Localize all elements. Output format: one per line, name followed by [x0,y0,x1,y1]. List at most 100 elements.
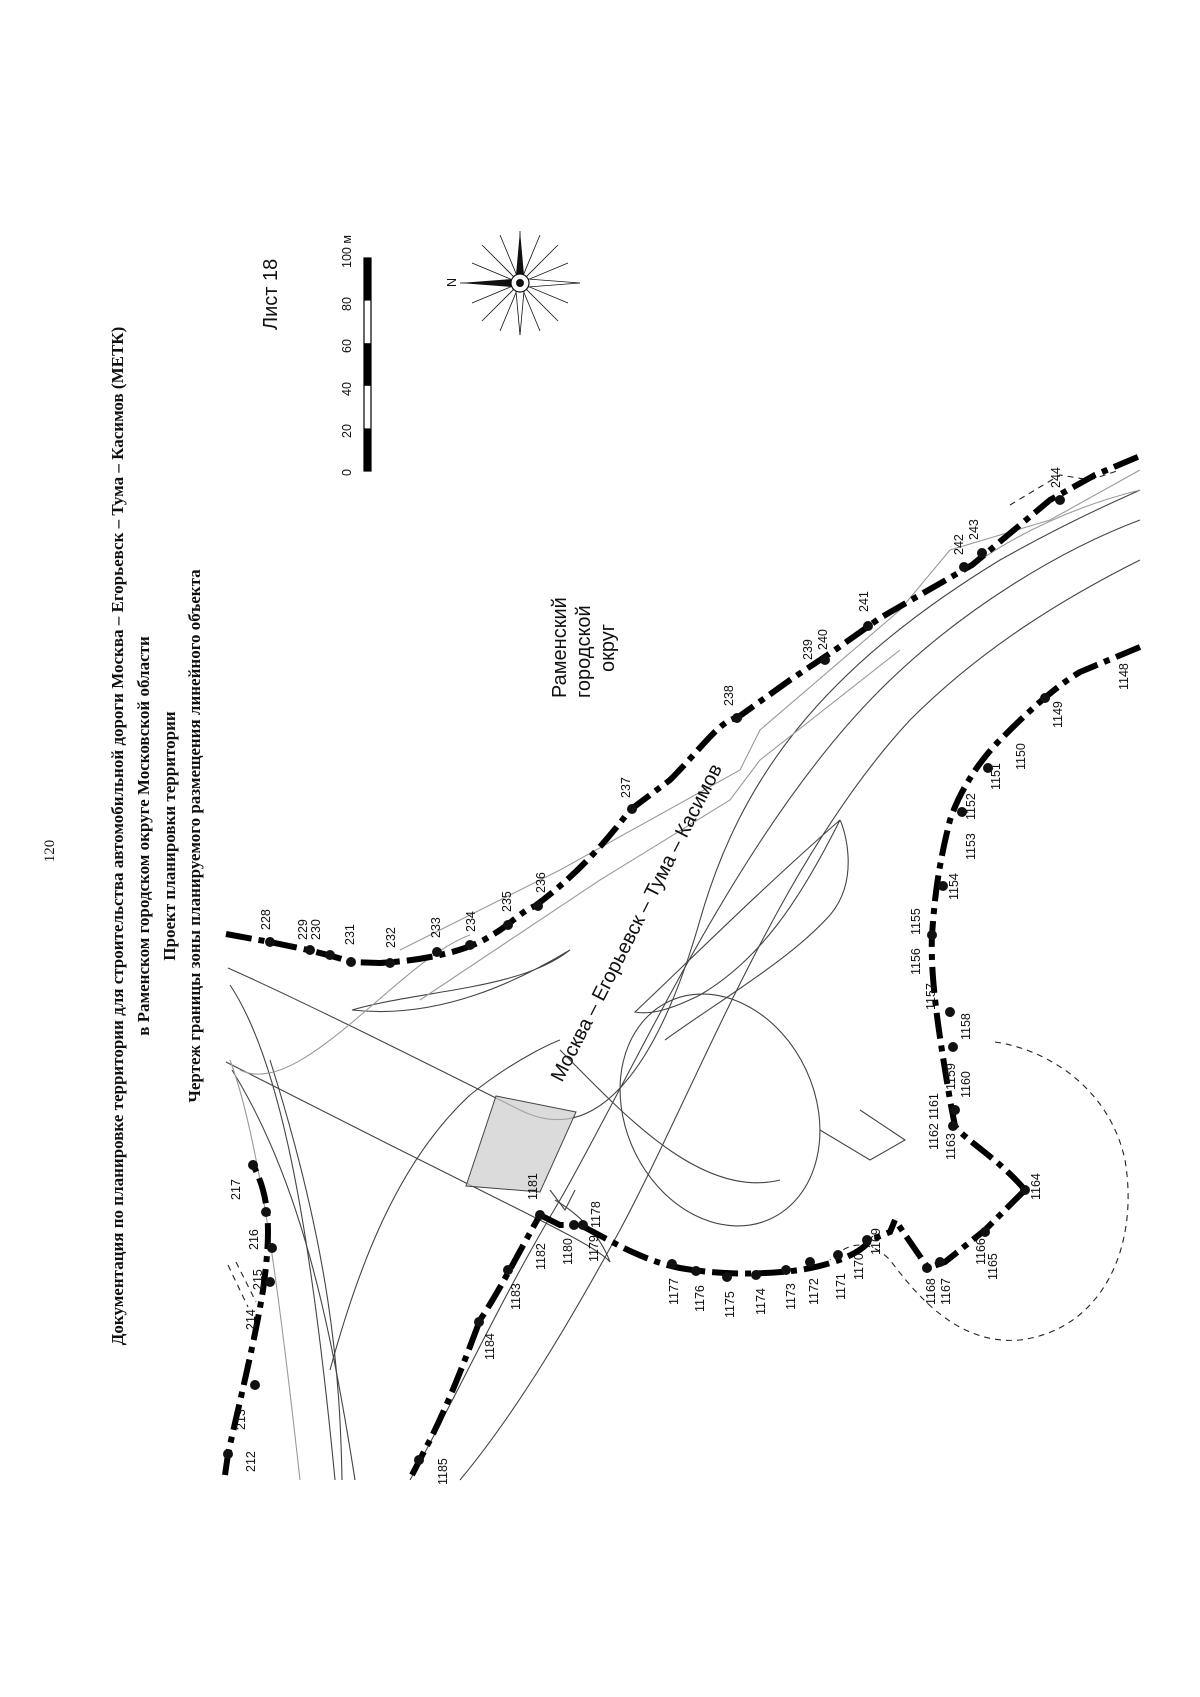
label-1173: 1173 [784,1283,798,1310]
point-1179 [578,1220,588,1230]
point-1160 [950,1105,960,1115]
point-1177 [667,1259,677,1269]
point-237 [627,804,637,814]
scale-tick-0: 0 [340,469,354,476]
label-1180: 1180 [561,1238,575,1265]
point-1165 [980,1227,990,1237]
point-1182 [535,1210,545,1220]
label-1169: 1169 [869,1228,883,1255]
label-1177: 1177 [667,1278,681,1305]
point-217 [248,1160,258,1170]
point-1184 [474,1317,484,1327]
label-1174: 1174 [754,1288,768,1315]
label-1179: 1179 [587,1235,601,1262]
label-236: 236 [534,872,548,893]
label-1183: 1183 [509,1283,523,1310]
label-1150: 1150 [1014,743,1028,770]
label-241: 241 [857,591,871,612]
point-1154 [938,881,948,891]
label-1176: 1176 [693,1285,707,1312]
label-237: 237 [619,777,633,798]
label-216: 216 [247,1229,261,1250]
title-line-2: в Раменском городском округе Московской … [134,636,153,1036]
label-231: 231 [343,924,357,945]
district-label-line-3: округ [597,624,619,672]
point-238 [732,713,742,723]
point-234 [465,940,475,950]
compass-rose-icon: N [445,231,581,336]
point-1174 [751,1270,761,1280]
label-214: 214 [244,1309,258,1330]
dashed-zone-outline [829,1041,1129,1341]
point-214 [265,1277,275,1287]
point-235 [503,920,513,930]
label-234: 234 [464,911,478,932]
label-1185: 1185 [436,1458,450,1485]
point-1164 [1020,1185,1030,1195]
point-1185 [414,1455,424,1465]
district-label: Раменский городской округ [549,597,619,698]
compass-north-label: N [445,278,459,287]
label-240: 240 [816,629,830,650]
sheet-label: Лист 18 [260,259,282,330]
dashed-zone-outline-east [1009,469,1121,506]
point-1152 [957,807,967,817]
boundary-points [223,495,1065,1465]
label-1159: 1159 [944,1063,958,1090]
label-1167: 1167 [939,1278,953,1305]
label-244: 244 [1049,467,1063,488]
scale-bar: 0 20 40 60 80 100 м [340,235,372,476]
title-line-1: Документация по планировке территории дл… [108,327,127,1346]
label-215: 215 [251,1269,265,1290]
label-1168: 1168 [924,1278,938,1305]
label-1162: 1162 [927,1123,941,1150]
label-235: 235 [500,891,514,912]
point-243 [977,548,987,558]
label-1172: 1172 [807,1278,821,1305]
label-1166: 1166 [974,1238,988,1265]
label-1154: 1154 [947,873,961,900]
scale-tick-40: 40 [340,382,354,396]
point-232 [385,958,395,968]
point-1149 [1040,693,1050,703]
point-1172 [805,1257,815,1267]
point-1157 [945,1007,955,1017]
label-230: 230 [309,919,323,940]
point-231 [346,957,356,967]
label-1160: 1160 [959,1071,973,1098]
label-239: 239 [801,639,815,660]
label-1164: 1164 [1029,1173,1043,1200]
point-244 [1055,495,1065,505]
label-1155: 1155 [909,908,923,935]
label-1148: 1148 [1117,663,1131,690]
label-1156: 1156 [909,948,923,975]
point-1180 [569,1220,579,1230]
label-1163: 1163 [944,1133,958,1160]
label-228: 228 [259,909,273,930]
dashed-zone-outline-west [227,1261,257,1308]
label-1161: 1161 [927,1093,941,1120]
label-232: 232 [384,927,398,948]
point-labels: 212 213 214 215 216 217 228 229 230 231 … [229,467,1131,1485]
label-1152: 1152 [964,793,978,820]
point-216 [261,1207,271,1217]
label-242: 242 [952,534,966,555]
title-line-3: Проект планировки территории [160,711,179,961]
point-1162 [948,1121,958,1131]
point-1155 [927,930,937,940]
point-228 [265,937,275,947]
point-241 [863,621,873,631]
point-1173 [781,1265,791,1275]
point-1170 [862,1235,872,1245]
label-1153: 1153 [964,833,978,860]
scale-tick-100: 100 м [340,235,354,268]
label-1149: 1149 [1051,701,1065,728]
label-213: 213 [234,1409,248,1430]
scale-tick-80: 80 [340,297,354,311]
title-line-4: Чертеж границы зоны планируемого размеще… [185,569,204,1103]
point-230 [325,950,335,960]
point-212 [223,1449,233,1459]
point-233 [432,947,442,957]
point-1183 [503,1265,513,1275]
